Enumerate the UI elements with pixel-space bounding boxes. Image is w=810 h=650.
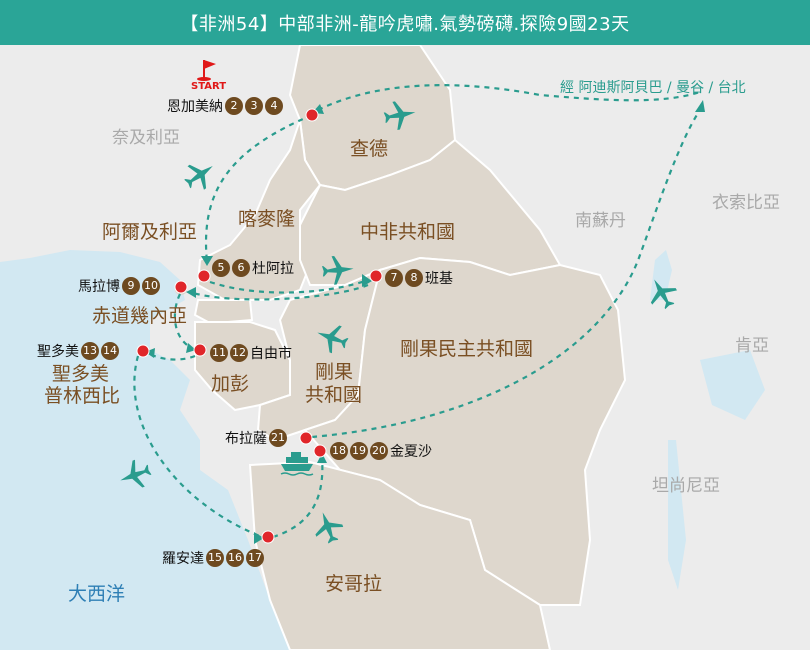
day-badge: 10: [142, 277, 160, 295]
country-gabon: 加彭: [211, 373, 250, 395]
arrow-down-douala: [201, 256, 213, 266]
day-badge: 3: [245, 97, 263, 115]
route-malabo-libreville: [173, 293, 193, 349]
city-name: 馬拉博: [78, 279, 120, 295]
map-pin-icon: [174, 280, 188, 294]
city-name: 布拉薩: [225, 431, 267, 447]
country-angola: 安哥拉: [325, 573, 383, 595]
lake-albert: [650, 250, 672, 300]
country-stp-2: 普林西比: [44, 385, 121, 407]
arrow-left-malabo: [186, 287, 196, 298]
city-name: 聖多美: [37, 344, 79, 360]
city-malabo: 馬拉博 9 10: [78, 276, 160, 296]
country-chad: 查德: [350, 138, 389, 160]
route-douala-bangui: [209, 278, 369, 294]
start-flag-icon: [197, 60, 216, 81]
arrow-saotome: [145, 348, 155, 358]
city-douala: 5 6 杜阿拉: [212, 258, 294, 278]
map-pin-icon: [193, 343, 207, 357]
country-congo-1: 剛果: [315, 361, 354, 383]
map-pin-icon: [369, 269, 383, 283]
start-label: START: [191, 81, 227, 92]
city-ndjamena: 恩加美納 2 3 4: [167, 96, 283, 116]
route-luanda-kinshasa: [272, 457, 324, 539]
route-note: 經 阿迪斯阿貝巴 / 曼谷 / 台北: [560, 80, 746, 96]
sea-atlantic: 大西洋: [68, 583, 126, 605]
day-badge: 6: [232, 259, 250, 277]
city-name: 班基: [425, 271, 453, 287]
day-badge: 16: [226, 549, 244, 567]
lake-victoria: [700, 350, 765, 420]
map-pin-icon: [261, 530, 275, 544]
city-name: 金夏沙: [390, 444, 432, 460]
day-badge: 13: [81, 342, 99, 360]
country-drc: 剛果民主共和國: [400, 338, 534, 360]
country-kenya: 肯亞: [735, 336, 769, 356]
day-badge: 12: [230, 344, 248, 362]
day-badge: 5: [212, 259, 230, 277]
map-pins: [136, 108, 383, 544]
map-pin-icon: [136, 344, 150, 358]
day-badge: 15: [206, 549, 224, 567]
day-badge: 8: [405, 269, 423, 287]
day-badge: 2: [225, 97, 243, 115]
city-brazzaville: 布拉薩 21: [225, 428, 287, 448]
city-kinshasa: 18 19 20 金夏沙: [330, 441, 432, 461]
country-congo-2: 共和國: [305, 384, 363, 406]
day-badge: 9: [122, 277, 140, 295]
city-libreville: 11 12 自由市: [210, 343, 292, 363]
country-sudan: 南蘇丹: [575, 211, 626, 231]
day-badge: 19: [350, 442, 368, 460]
arrow-luanda: [254, 532, 264, 544]
day-badge: 14: [101, 342, 119, 360]
country-eq-guinea: 赤道幾內亞: [92, 305, 188, 327]
title-bar: 【非洲54】中部非洲-龍吟虎嘯.氣勢磅礴.探險9國23天: [0, 0, 810, 45]
map-svg: [0, 45, 810, 650]
eq-guinea-region: [193, 299, 254, 323]
city-name: 羅安達: [162, 551, 204, 567]
page-title: 【非洲54】中部非洲-龍吟虎嘯.氣勢磅礴.探險9國23天: [180, 13, 630, 35]
city-bangui: 7 8 班基: [385, 268, 453, 288]
ship-icon: [280, 452, 314, 476]
country-cameroon: 喀麥隆: [238, 208, 296, 230]
day-badge: 11: [210, 344, 228, 362]
drc-region: [303, 256, 627, 606]
day-badge: 18: [330, 442, 348, 460]
day-badge: 20: [370, 442, 388, 460]
angola-region: [248, 460, 552, 650]
country-algeria-label: 阿爾及利亞: [102, 221, 198, 243]
map-pin-icon: [305, 108, 319, 122]
map-pin-icon: [197, 269, 211, 283]
route-ndjamena-douala: [204, 113, 313, 263]
country-ethiopia: 衣索比亞: [712, 193, 780, 213]
city-saotome: 聖多美 13 14: [37, 341, 119, 361]
day-badge: 4: [265, 97, 283, 115]
country-car: 中非共和國: [360, 221, 456, 243]
country-tanzania: 坦尚尼亞: [652, 476, 720, 496]
lake-tanganyika: [668, 440, 686, 590]
route-saotome-luanda: [133, 355, 263, 539]
route-arrows: [145, 100, 705, 544]
map-area: START 經 阿迪斯阿貝巴 / 曼谷 / 台北 查德 喀麥隆 阿爾及利亞 中非…: [0, 45, 810, 650]
city-name: 杜阿拉: [252, 261, 294, 277]
day-badge: 7: [385, 269, 403, 287]
day-badge: 21: [269, 429, 287, 447]
arrow-right-bangui: [362, 274, 372, 287]
day-badge: 17: [246, 549, 264, 567]
city-name: 自由市: [250, 346, 292, 362]
city-name: 恩加美納: [167, 99, 223, 115]
route-lines: [133, 84, 701, 539]
city-luanda: 羅安達 15 16 17: [162, 548, 264, 568]
arrow-libreville: [186, 343, 196, 353]
route-brazzaville-return: [311, 109, 701, 439]
route-bangui-malabo: [189, 283, 369, 301]
map-pin-icon: [313, 444, 327, 458]
arrow-kinshasa: [317, 453, 327, 463]
country-niger: 奈及利亞: [112, 128, 180, 148]
map-pin-icon: [299, 431, 313, 445]
country-stp-1: 聖多美: [52, 363, 110, 385]
arrow-return-north: [695, 100, 705, 112]
